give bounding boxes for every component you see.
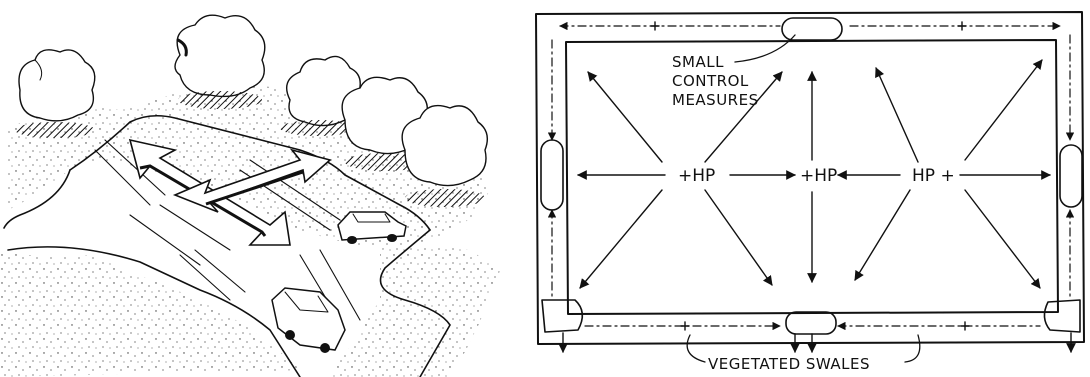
high-point-label: +HP: [678, 166, 715, 186]
callout-line-1: SMALL: [672, 53, 724, 71]
control-measure-left: [540, 139, 564, 211]
road-edge-lower: [7, 246, 301, 377]
car-icon: [337, 211, 407, 244]
swale-crosses: [650, 21, 970, 331]
high-point-label: HP +: [912, 166, 955, 186]
plan-outer-boundary: [535, 11, 1085, 345]
swales-label: VEGETATED SWALES: [708, 355, 870, 373]
street-sketch: [0, 14, 500, 377]
flow-arrow-icon: [172, 148, 332, 213]
tree-icon: [15, 49, 96, 138]
control-measure-bottom: [785, 311, 837, 335]
control-measures-callout: SMALL CONTROL MEASURES: [672, 34, 796, 109]
control-measure-corner-bl: [541, 299, 584, 333]
road-edge-left: [3, 169, 71, 229]
callout-line-2: CONTROL: [672, 72, 749, 90]
callout-leader: [734, 34, 796, 63]
plan-inner-boundary: [565, 39, 1059, 315]
high-point-label: +HP: [800, 166, 837, 186]
swales-leader-left: [686, 334, 706, 363]
tree-icon: [174, 14, 266, 109]
car-icon: [271, 287, 346, 353]
callout-line-3: MEASURES: [672, 91, 759, 109]
control-measure-corner-br: [1043, 299, 1081, 333]
swales-leader-right: [904, 334, 921, 363]
outlet-arrows: [558, 332, 1076, 353]
runoff-arrows: [577, 59, 1051, 289]
drainage-plan: +HP +HP HP + SMALL CONTROL MEASURES VEGE…: [535, 11, 1085, 373]
road-edge-right: [379, 229, 451, 377]
swales-callout: VEGETATED SWALES: [686, 334, 921, 373]
ground-area-bottom-left: [0, 250, 300, 377]
road-edge-upper: [69, 114, 431, 231]
control-measure-right: [1059, 144, 1083, 208]
tree-icon: [401, 104, 488, 207]
control-measures: [540, 17, 1083, 335]
ground-area-bottom-right: [330, 245, 500, 377]
control-measure-top: [781, 17, 843, 41]
